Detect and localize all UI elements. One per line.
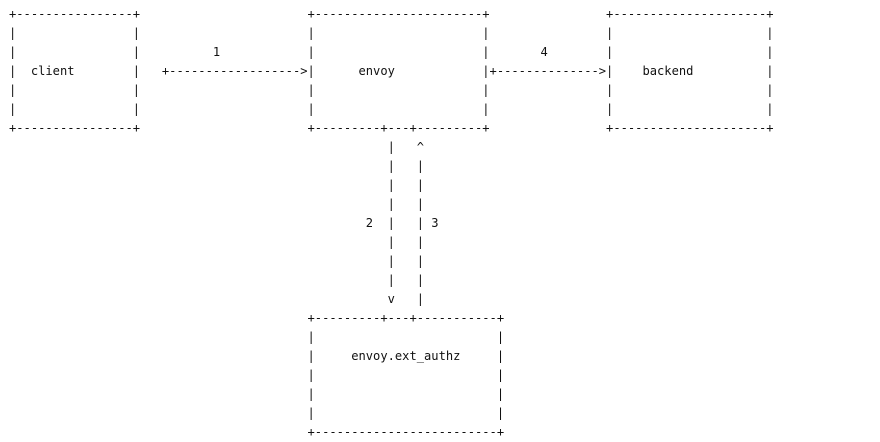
- ascii-diagram: +----------------+ +--------------------…: [9, 5, 774, 442]
- diagram-line: | |: [9, 273, 425, 287]
- diagram-line: | |: [9, 406, 505, 420]
- diagram-line: 2 | | 3: [9, 216, 439, 230]
- diagram-line: | | | | | |: [9, 102, 774, 116]
- diagram-line: | |: [9, 159, 425, 173]
- diagram-line: | | | | | |: [9, 26, 774, 40]
- diagram-line: | client | +------------------>| envoy |…: [9, 64, 774, 78]
- diagram-line: | |: [9, 254, 425, 268]
- diagram-line: +---------+---+-----------+: [9, 311, 505, 325]
- diagram-line: | | | | | |: [9, 83, 774, 97]
- diagram-line: | |: [9, 368, 505, 382]
- diagram-line: | |: [9, 387, 505, 401]
- diagram-line: +----------------+ +---------+---+------…: [9, 121, 774, 135]
- diagram-line: | ^: [9, 140, 425, 154]
- diagram-line: | |: [9, 235, 425, 249]
- diagram-line: | |: [9, 330, 505, 344]
- diagram-line: | envoy.ext_authz |: [9, 349, 505, 363]
- diagram-line: v |: [9, 292, 425, 306]
- diagram-line: | | 1 | | 4 | |: [9, 45, 774, 59]
- diagram-line: +-------------------------+: [9, 425, 505, 439]
- diagram-line: | |: [9, 197, 425, 211]
- diagram-line: | |: [9, 178, 425, 192]
- diagram-line: +----------------+ +--------------------…: [9, 7, 774, 21]
